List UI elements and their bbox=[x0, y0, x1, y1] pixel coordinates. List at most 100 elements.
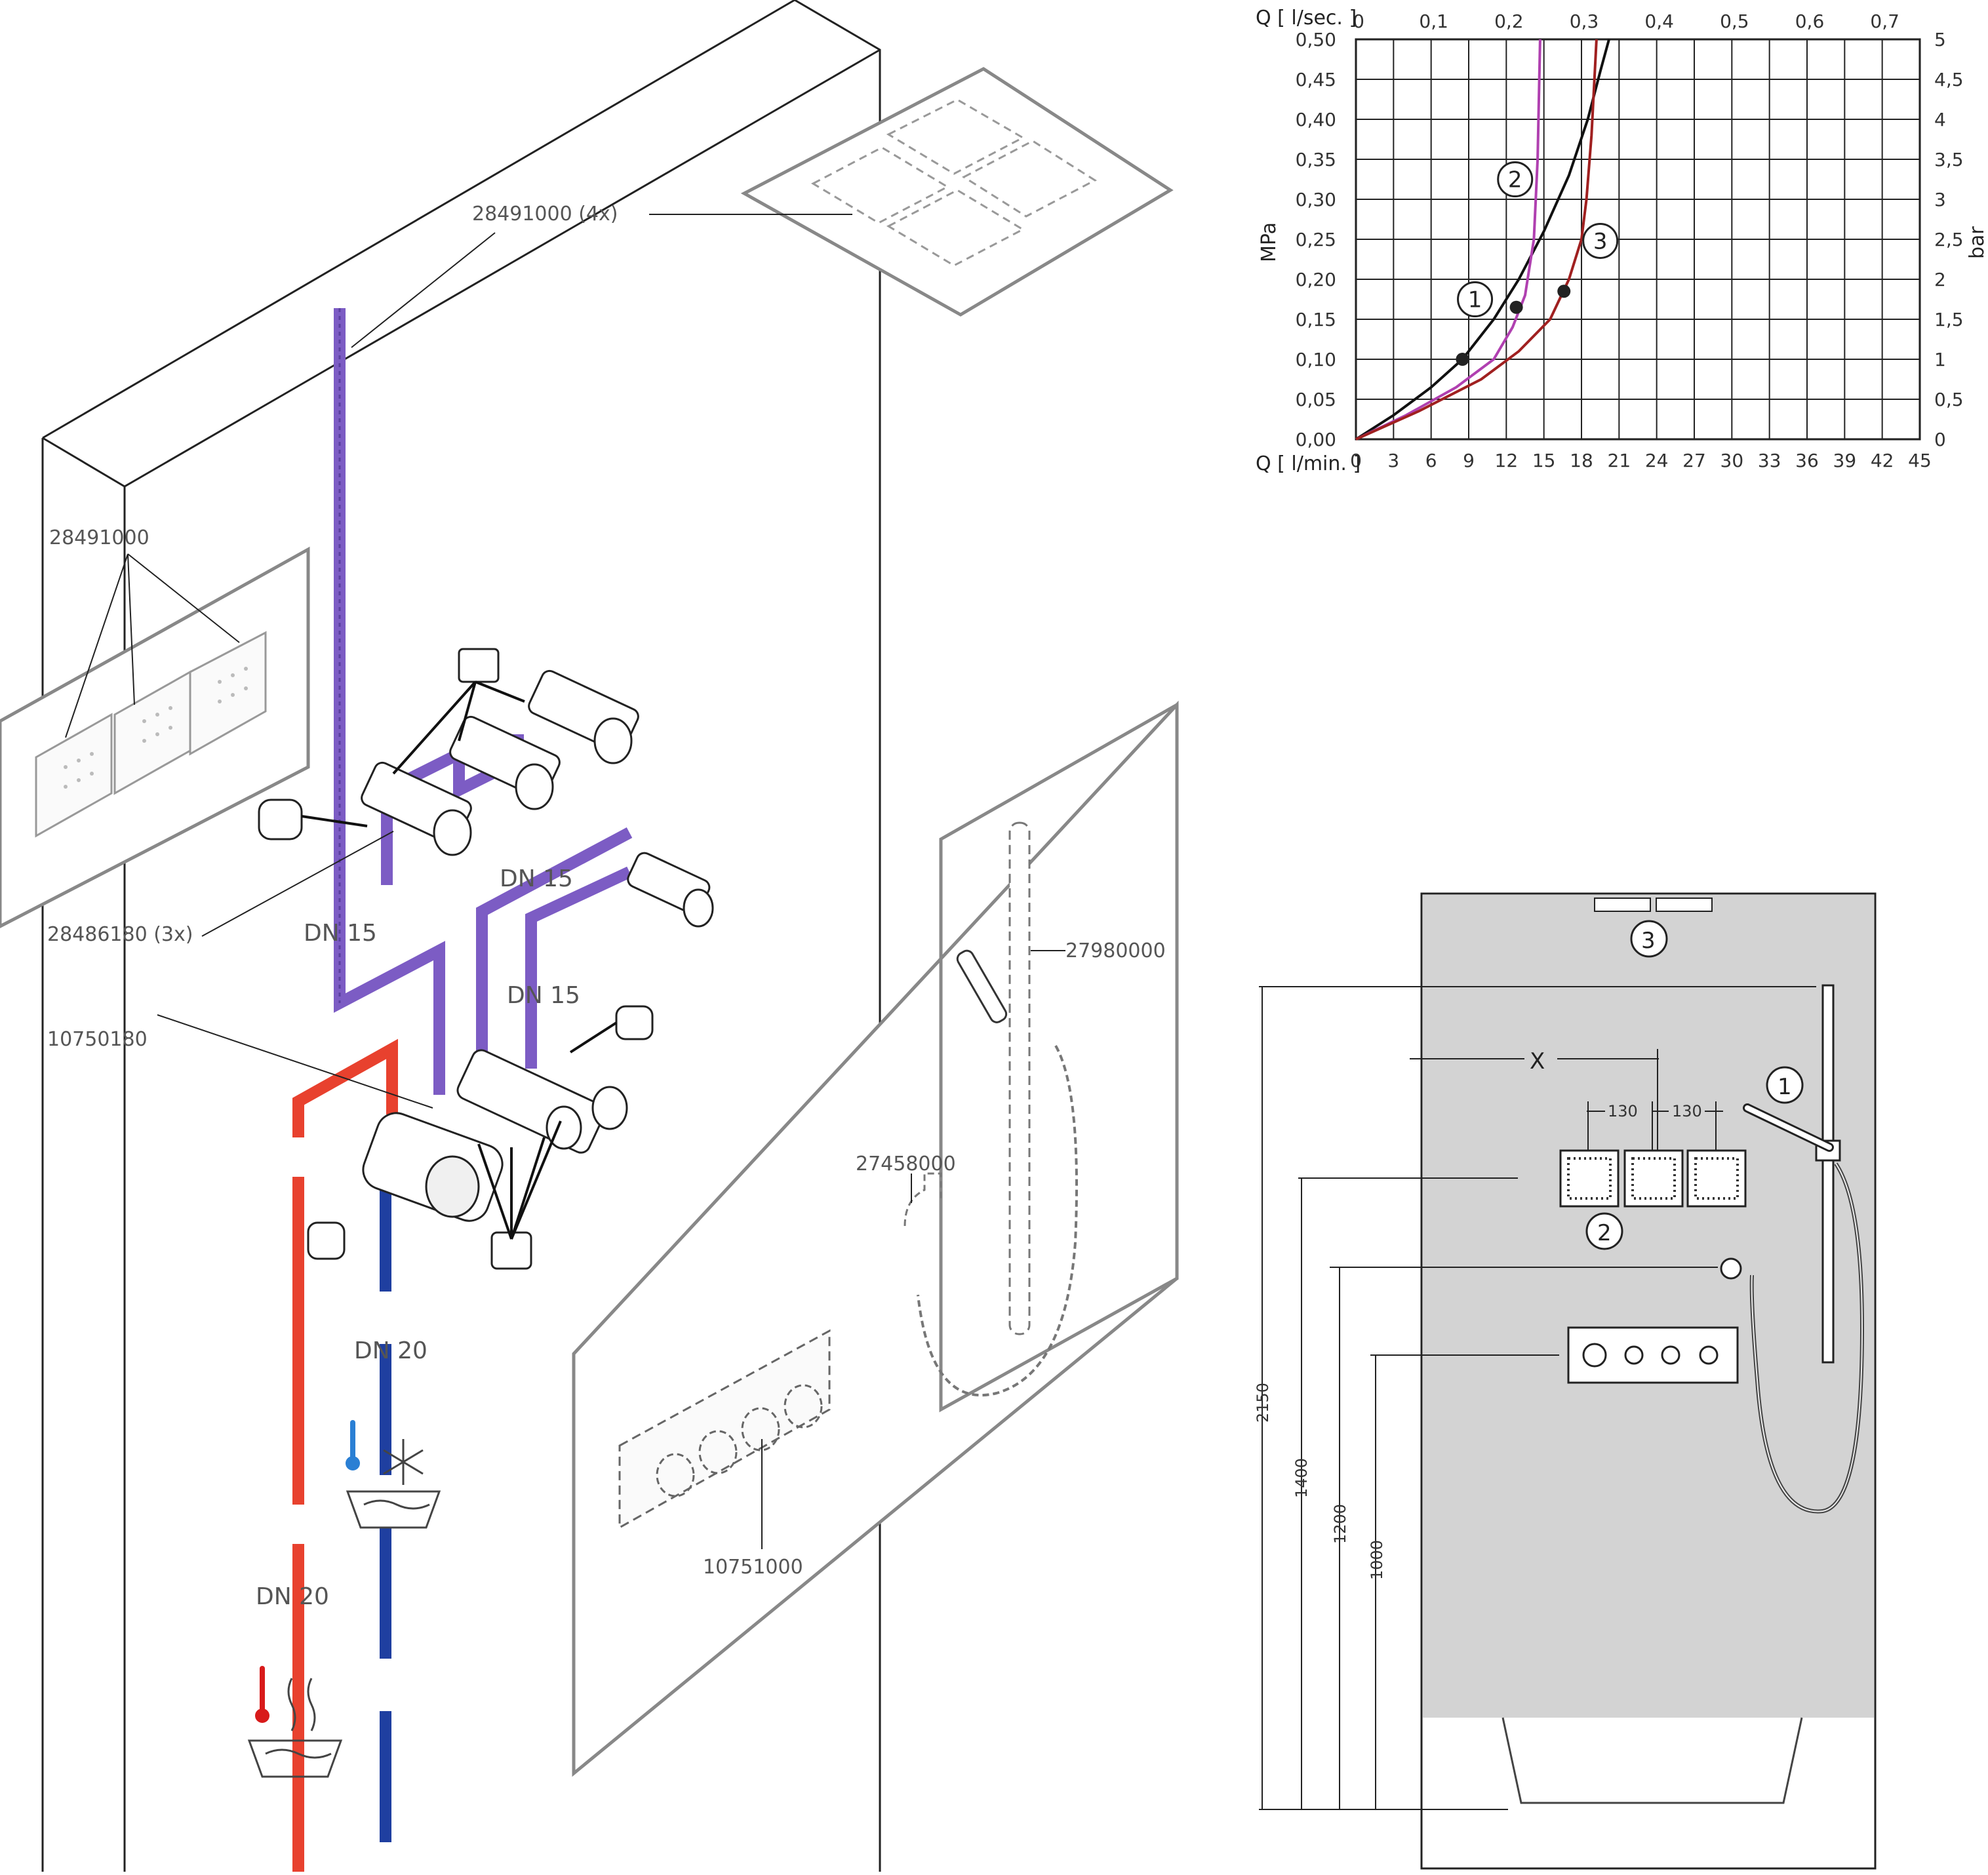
cold-water-icon bbox=[346, 1420, 441, 1529]
x-bottom-tick-label: 18 bbox=[1570, 450, 1593, 471]
outlet-elbow bbox=[627, 852, 714, 928]
label-dn15-a: DN 15 bbox=[500, 865, 573, 892]
series-label-circle-3 bbox=[1582, 222, 1619, 259]
label-modules: 28486180 (3x) bbox=[47, 923, 193, 946]
y-right-tick-label: 0,5 bbox=[1934, 389, 1964, 410]
leader-lines-heads bbox=[65, 553, 240, 738]
y-right-tick-label: 4 bbox=[1934, 109, 1946, 130]
label-wall-outlet: 27458000 bbox=[856, 1153, 956, 1175]
y-left-tick-label: 0,25 bbox=[1296, 229, 1336, 250]
dimension-1400: 1400 bbox=[1292, 1458, 1311, 1498]
ceiling-panel bbox=[740, 67, 1174, 317]
dimension-130-b: 130 bbox=[1672, 1102, 1702, 1120]
x-bottom-tick-label: 36 bbox=[1795, 450, 1819, 471]
x-top-tick-label: 0,1 bbox=[1419, 10, 1448, 32]
label-shower-rail: 27980000 bbox=[1065, 939, 1166, 962]
label-wall-heads: 28491000 bbox=[49, 526, 149, 549]
leader-line bbox=[157, 1014, 433, 1109]
y-right-tick-label: 2 bbox=[1934, 269, 1946, 290]
y-left-tick-label: 0,45 bbox=[1296, 69, 1336, 90]
x-bottom-tick-label: 39 bbox=[1833, 450, 1857, 471]
label-dn15-b: DN 15 bbox=[304, 920, 377, 947]
series-line-3 bbox=[1355, 39, 1598, 441]
x-top-tick-label: 0,7 bbox=[1870, 10, 1899, 32]
marker-3: 3 bbox=[1641, 928, 1656, 954]
wall-head-panel bbox=[0, 546, 310, 928]
y-right-tick-label: 3,5 bbox=[1934, 149, 1964, 170]
series-marker-2 bbox=[1509, 300, 1523, 314]
series-label-2: 2 bbox=[1508, 167, 1522, 193]
marker-1: 1 bbox=[1778, 1074, 1792, 1100]
hot-water-icon bbox=[247, 1666, 343, 1778]
y-left-tick-label: 0,15 bbox=[1296, 309, 1336, 330]
x-bottom-tick-label: 24 bbox=[1645, 450, 1669, 471]
y-right-tick-label: 2,5 bbox=[1934, 229, 1964, 250]
y-left-tick-label: 0,00 bbox=[1296, 429, 1336, 450]
x-bottom-tick-label: 12 bbox=[1495, 450, 1519, 471]
x-bottom-tick-label: 27 bbox=[1682, 450, 1706, 471]
plan-wall-tile bbox=[1423, 895, 1874, 1718]
y-right-tick-label: 4,5 bbox=[1934, 69, 1964, 90]
plan-shower-rail bbox=[1821, 984, 1835, 1364]
dimension-2150: 2150 bbox=[1254, 1383, 1272, 1423]
plan-wall-outlet bbox=[1720, 1257, 1742, 1280]
chart-x-top-label: Q [ l/sec. ] bbox=[1256, 7, 1357, 30]
y-right-tick-label: 1,5 bbox=[1934, 309, 1964, 330]
label-dn15-c: DN 15 bbox=[507, 982, 580, 1009]
x-top-tick-label: 0,6 bbox=[1795, 10, 1825, 32]
x-bottom-tick-label: 42 bbox=[1871, 450, 1894, 471]
x-bottom-tick-label: 33 bbox=[1758, 450, 1781, 471]
series-marker-3 bbox=[1557, 285, 1571, 298]
x-top-tick-label: 0 bbox=[1353, 10, 1364, 32]
label-rain-head: 28491000 (4x) bbox=[472, 203, 618, 226]
label-dn20-hot: DN 20 bbox=[256, 1583, 329, 1610]
leader-line bbox=[351, 232, 496, 348]
y-left-tick-label: 0,40 bbox=[1296, 109, 1336, 130]
x-bottom-tick-label: 3 bbox=[1387, 450, 1399, 471]
label-main-body: 10750180 bbox=[47, 1028, 148, 1051]
x-bottom-tick-label: 0 bbox=[1350, 450, 1362, 471]
marker-2-circle bbox=[1585, 1212, 1623, 1250]
y-right-tick-label: 5 bbox=[1934, 29, 1946, 50]
dimension-1200: 1200 bbox=[1331, 1504, 1349, 1544]
plan-dimensions bbox=[1259, 986, 1816, 1810]
y-left-tick-label: 0,05 bbox=[1296, 389, 1336, 410]
bathtub bbox=[1501, 1717, 1803, 1804]
y-left-tick-label: 0,30 bbox=[1296, 189, 1336, 210]
series-line-2 bbox=[1355, 39, 1541, 441]
y-left-tick-label: 0,10 bbox=[1296, 349, 1336, 370]
x-bottom-tick-label: 6 bbox=[1425, 450, 1437, 471]
chart-y-right-label: bar bbox=[1966, 226, 1988, 259]
chart-grid bbox=[1355, 39, 1920, 440]
x-bottom-tick-label: 30 bbox=[1720, 450, 1744, 471]
series-label-1: 1 bbox=[1468, 287, 1482, 313]
leader-lines-mixer bbox=[477, 1021, 618, 1240]
y-left-tick-label: 0,35 bbox=[1296, 149, 1336, 170]
label-thermostat-trim: 10751000 bbox=[703, 1556, 803, 1579]
leader-lines-modules bbox=[301, 681, 525, 827]
chart-series: 123 bbox=[1355, 39, 1619, 441]
label-dn20-cold: DN 20 bbox=[354, 1337, 427, 1364]
ceiling-head-left bbox=[1594, 898, 1651, 912]
x-bottom-tick-label: 45 bbox=[1908, 450, 1932, 471]
y-left-tick-label: 0,50 bbox=[1296, 29, 1336, 50]
thermostat-knobs bbox=[1582, 1343, 1719, 1368]
plan-wall-heads bbox=[1559, 1149, 1747, 1208]
dimension-x: X bbox=[1530, 1048, 1545, 1075]
x-bottom-tick-label: 15 bbox=[1532, 450, 1556, 471]
plan-wall-head-dots bbox=[1567, 1157, 1739, 1200]
dimension-130-a: 130 bbox=[1608, 1102, 1638, 1120]
x-bottom-tick-label: 21 bbox=[1608, 450, 1631, 471]
series-marker-1 bbox=[1456, 353, 1469, 366]
marker-3-circle bbox=[1630, 920, 1668, 958]
marker-1-circle bbox=[1766, 1066, 1804, 1104]
series-label-circle-2 bbox=[1497, 161, 1534, 197]
y-right-tick-label: 3 bbox=[1934, 189, 1946, 210]
supply-pipes bbox=[292, 1038, 398, 1872]
x-top-tick-label: 0,4 bbox=[1644, 10, 1674, 32]
x-top-tick-label: 0,5 bbox=[1720, 10, 1749, 32]
ceiling-head-right bbox=[1656, 898, 1713, 912]
